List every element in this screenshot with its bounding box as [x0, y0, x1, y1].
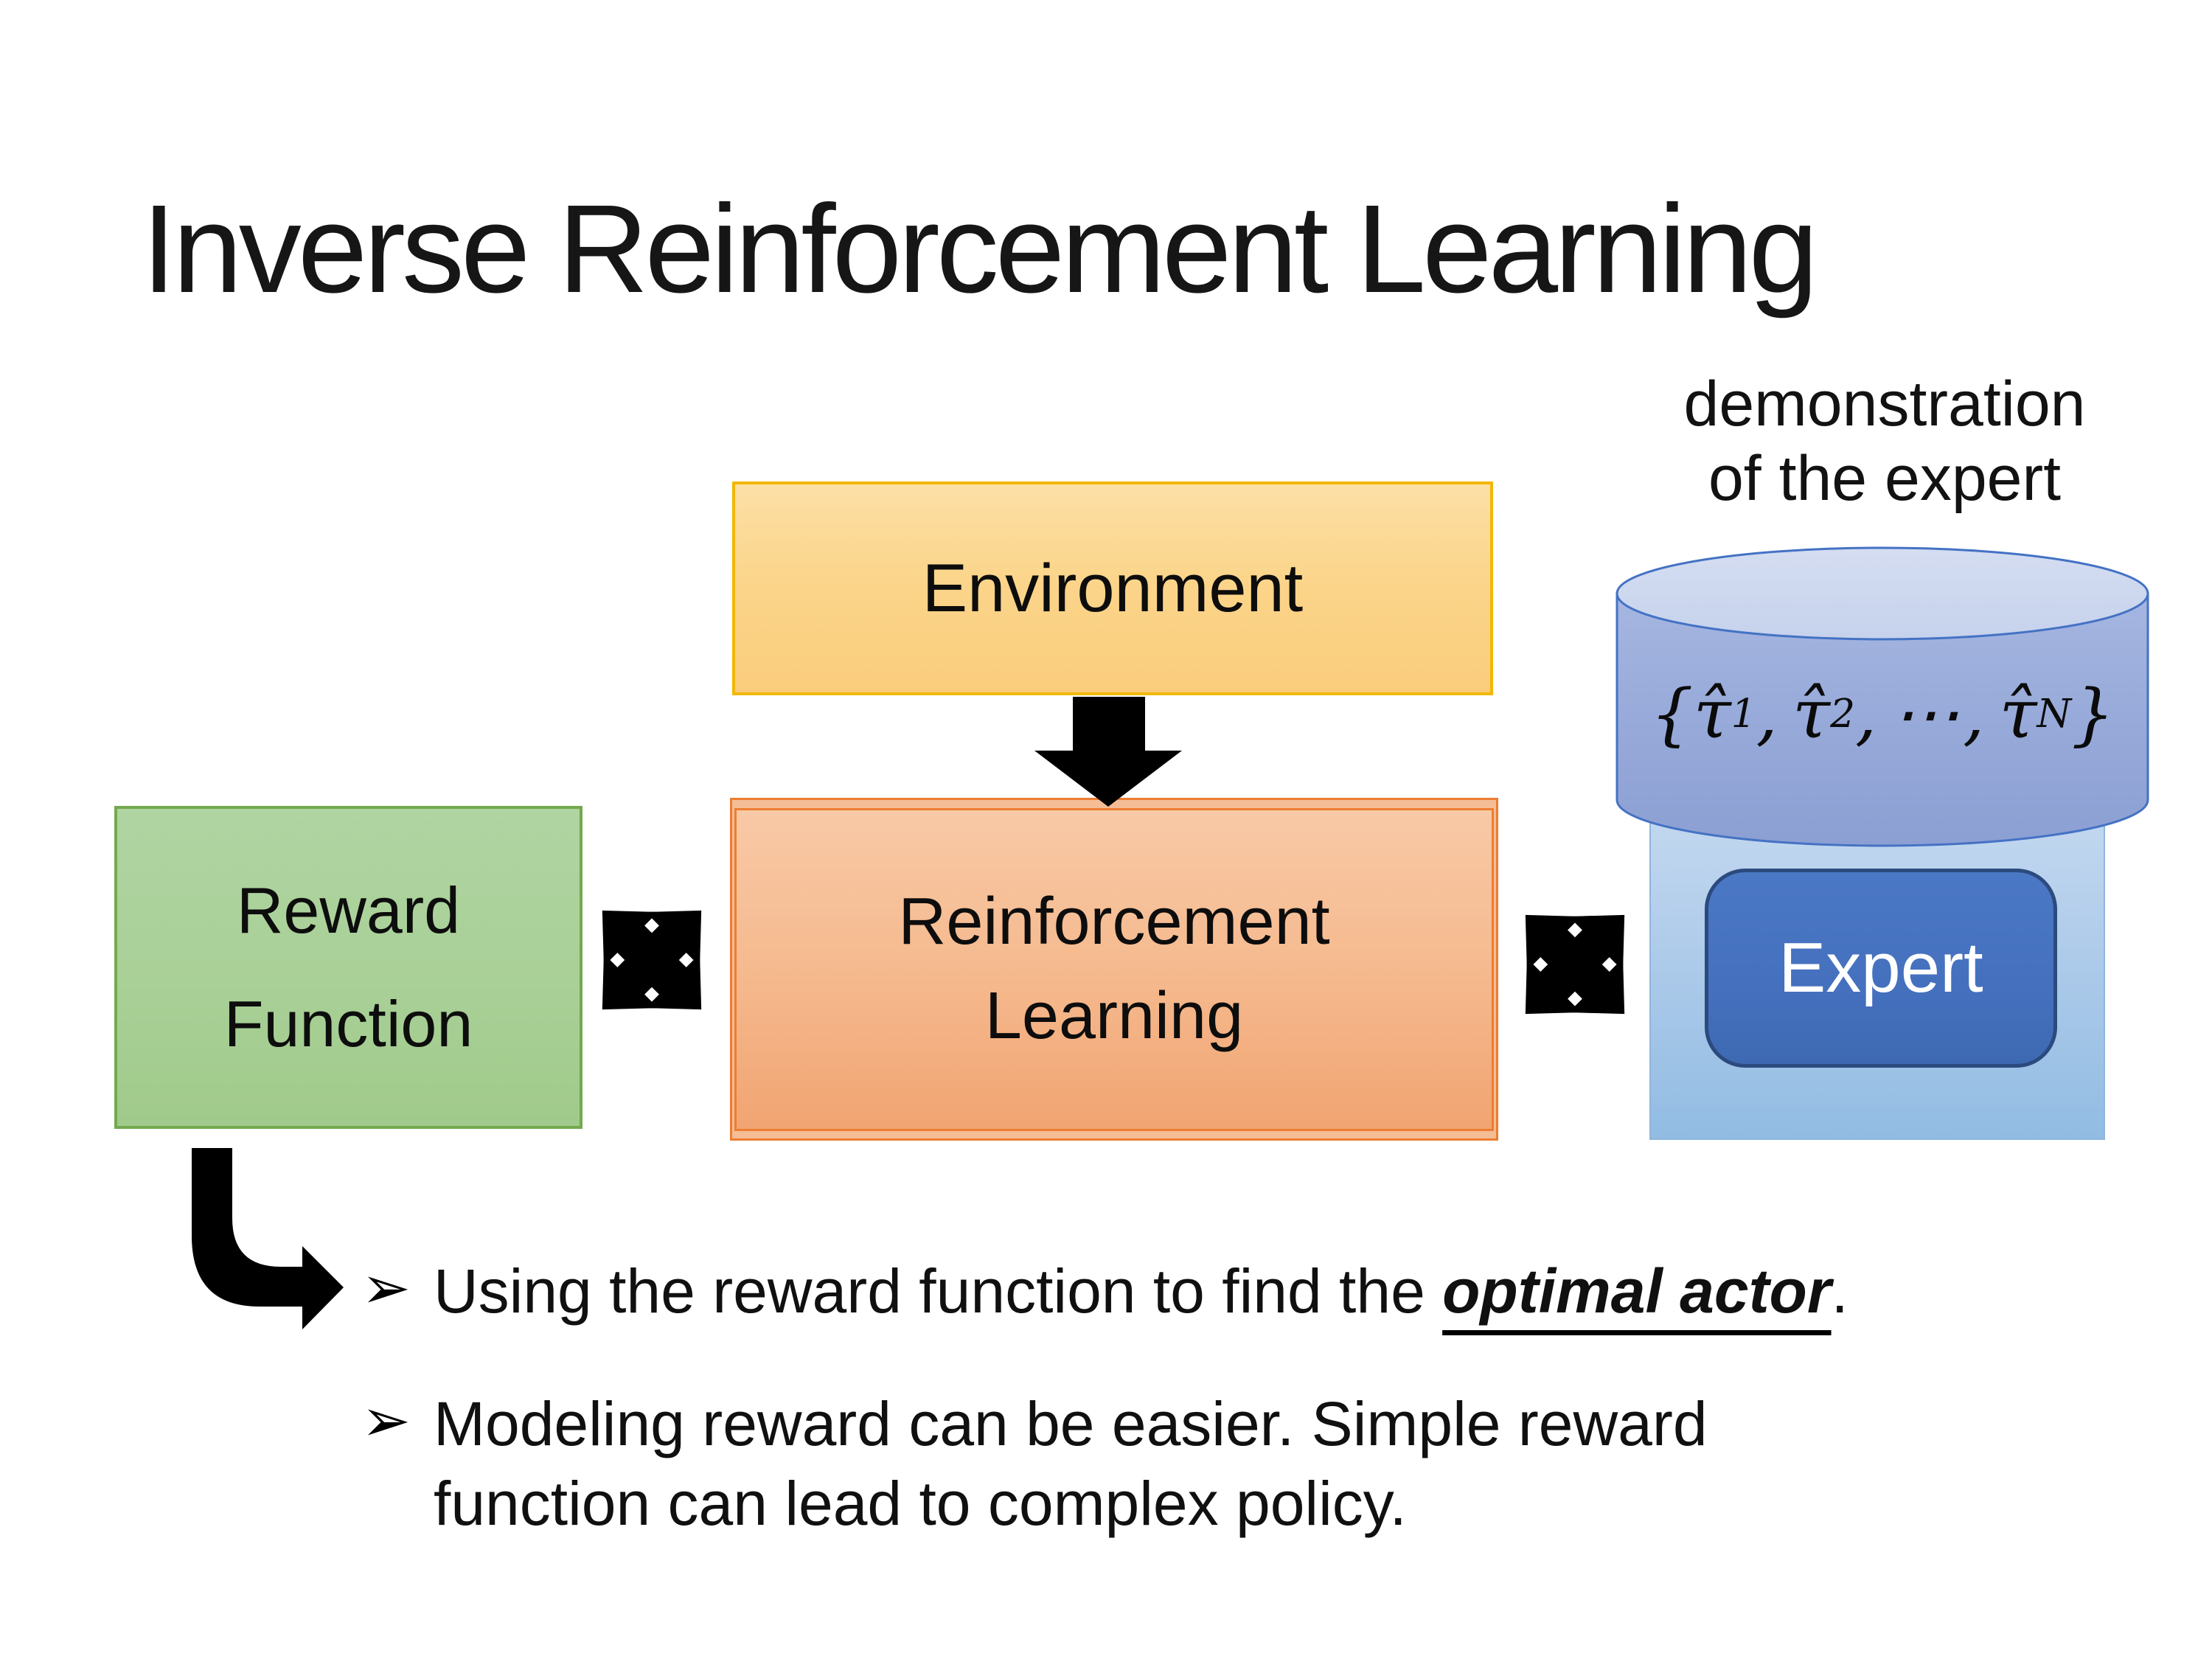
environment-box: Environment	[732, 481, 1493, 695]
double-arrow-right-icon	[1525, 914, 1625, 1015]
double-arrow-left-icon	[602, 910, 702, 1010]
reward-function-box: Reward Function	[114, 806, 582, 1129]
bent-arrow-icon	[192, 1148, 344, 1329]
reward-function-label-line1: Reward	[236, 874, 461, 947]
formula-cdots: ⋯	[1891, 674, 1960, 754]
bullet-arrowhead-icon: ➢	[361, 1253, 411, 1322]
bullet-arrowhead-icon: ➢	[361, 1386, 411, 1455]
trajectory-set-formula: {τ̂1,τ̂2,⋯,τ̂N}	[1650, 674, 2115, 754]
annotation-line-1: demonstration	[1683, 369, 2086, 439]
formula-comma3: ,	[1963, 674, 1985, 754]
bullet1-emphasis: optimal actor	[1442, 1256, 1832, 1326]
down-arrow-icon	[1034, 697, 1182, 807]
bullet2-line1: Modeling reward can be easier. Simple re…	[434, 1389, 1708, 1458]
formula-lbrace: {	[1650, 674, 1694, 754]
bullet-item-optimal-actor: Using the reward function to find the op…	[434, 1252, 1848, 1332]
bullet-item-modeling-reward: Modeling reward can be easier. Simple re…	[434, 1385, 1708, 1543]
reinforcement-learning-label-line2: Learning	[984, 979, 1244, 1053]
formula-comma1: ,	[1756, 674, 1778, 754]
environment-label: Environment	[922, 550, 1304, 626]
formula-tau1: τ̂	[1693, 674, 1731, 754]
expert-box: Expert	[1705, 869, 2057, 1068]
slide-title: Inverse Reinforcement Learning	[142, 179, 1818, 319]
bullet2-line2: function can lead to complex policy.	[434, 1468, 1407, 1538]
formula-tauN: τ̂	[1999, 674, 2037, 754]
demonstration-annotation: demonstration of the expert	[1622, 367, 2147, 517]
expert-label: Expert	[1778, 928, 1983, 1007]
annotation-line-2: of the expert	[1708, 443, 2062, 515]
demonstration-cylinder-icon	[1615, 546, 2149, 847]
formula-tau2: τ̂	[1792, 674, 1831, 754]
reward-function-label-line2: Function	[223, 987, 473, 1060]
formula-rbrace: }	[2071, 674, 2115, 754]
reinforcement-learning-label-line1: Reinforcement	[898, 885, 1330, 959]
bullet1-suffix: .	[1831, 1256, 1848, 1326]
formula-comma2: ,	[1855, 674, 1877, 754]
bullet1-prefix: Using the reward function to find the	[434, 1256, 1443, 1326]
reinforcement-learning-box: Reinforcement Learning	[734, 808, 1494, 1131]
